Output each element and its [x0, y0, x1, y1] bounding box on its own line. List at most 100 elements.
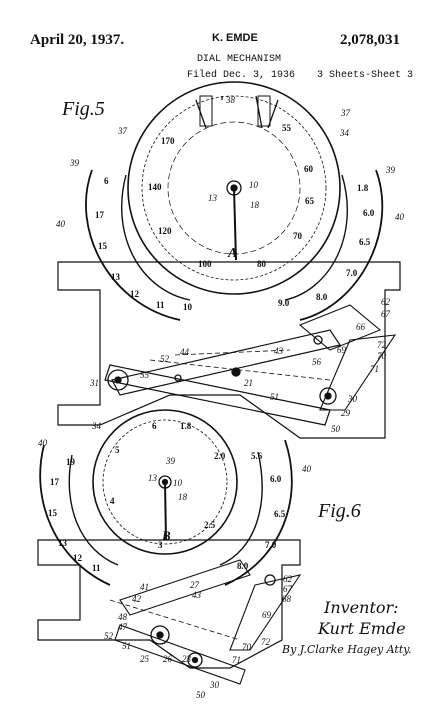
ref-numeral: 31 — [90, 378, 99, 388]
ref-numeral: 52 — [160, 354, 169, 364]
ref-numeral: 37 — [118, 126, 127, 136]
patent-title: DIAL MECHANISM — [197, 54, 282, 65]
ref-numeral: 52 — [104, 631, 113, 641]
fig6-left-scale-number: 11 — [92, 563, 101, 573]
ref-numeral: 55 — [140, 370, 149, 380]
ref-numeral: 30 — [348, 394, 357, 404]
fig6-right-scale-number: 6.5 — [274, 509, 286, 519]
ref-numeral: 70 — [377, 351, 386, 361]
fig6-left-scale-number: 15 — [48, 508, 57, 518]
fig5-left-scale-number: 6 — [104, 176, 109, 186]
fig5-dial-number: 100 — [198, 259, 212, 269]
fig5-dial-number: 70 — [293, 231, 302, 241]
fig6-label: Fig.6 — [317, 500, 361, 522]
ref-numeral: 29 — [341, 408, 350, 418]
ref-numeral: 72 — [261, 637, 270, 647]
fig6-dial-number: 3 — [158, 540, 163, 550]
ref-numeral: 10 — [173, 478, 182, 488]
fig6-dial-number: 4 — [110, 496, 115, 506]
ref-numeral: 26 — [163, 654, 172, 664]
fig5-dial-number: 120 — [158, 226, 172, 236]
ref-numeral: 18 — [178, 492, 187, 502]
fig5-dial-number: 80 — [257, 259, 266, 269]
fig6-left-scale-number: 12 — [73, 553, 82, 563]
ref-numeral: 68 — [282, 594, 291, 604]
ref-numeral: 51 — [270, 392, 279, 402]
ref-numeral: 51 — [122, 641, 131, 651]
ref-numeral: 27 — [190, 580, 199, 590]
ref-numeral: 25 — [140, 654, 149, 664]
ref-numeral: 56 — [312, 357, 321, 367]
ref-numeral: 40 — [38, 438, 47, 448]
ref-numeral: 70 — [242, 642, 251, 652]
fig5-right-scale-number: 7.0 — [346, 268, 358, 278]
inventor-label: Inventor: — [324, 598, 399, 617]
ref-numeral: 69 — [337, 345, 346, 355]
fig5-right-scale-number: 8.0 — [316, 292, 328, 302]
ref-numeral: 48 — [118, 612, 127, 622]
ref-numeral: 38 — [226, 95, 235, 105]
fig5-left-scale-number: 12 — [130, 289, 139, 299]
fig6-right-scale-number: 7.0 — [265, 540, 277, 550]
ref-numeral: 42 — [132, 594, 141, 604]
ref-numeral: 21 — [244, 378, 253, 388]
sheet-count: 3 Sheets-Sheet 3 — [317, 70, 414, 81]
ref-numeral: 62 — [283, 574, 292, 584]
ref-numeral: 66 — [356, 322, 365, 332]
ref-letter: A — [228, 246, 238, 261]
fig5-left-scale-number: 11 — [156, 300, 165, 310]
fig5-dial-number: 55 — [282, 123, 291, 133]
ref-numeral: 39 — [70, 158, 79, 168]
ref-numeral: 43 — [274, 346, 283, 356]
fig5-right-scale-number: 6.0 — [363, 208, 375, 218]
ref-numeral: 18 — [250, 200, 259, 210]
ref-numeral: 69 — [262, 610, 271, 620]
ref-numeral: 40 — [302, 464, 311, 474]
ref-numeral: 67 — [381, 309, 390, 319]
fig5-right-scale-number: 9.0 — [278, 298, 290, 308]
fig5-left-scale-number: 17 — [95, 210, 104, 220]
ref-numeral: 34 — [340, 128, 349, 138]
fig5-label: Fig.5 — [61, 98, 105, 120]
fig6-right-scale-number: 8.0 — [237, 561, 249, 571]
fig5-right-scale-number: 1.8 — [357, 183, 369, 193]
fig5-dial-number: 140 — [148, 182, 162, 192]
ref-numeral: 50 — [331, 424, 340, 434]
fig5-dial-number: 170 — [161, 136, 175, 146]
filed-date: Filed Dec. 3, 1936 — [187, 70, 296, 81]
fig6-right-scale-number: 5.6 — [251, 451, 263, 461]
ref-numeral: 44 — [180, 347, 189, 357]
ref-numeral: 40 — [395, 212, 404, 222]
fig6-left-scale-number: 17 — [50, 477, 59, 487]
fig6-dial-number: 2.0 — [214, 451, 226, 461]
figure-5: Fig.5 — [57, 81, 401, 439]
fig6-dial-number: 6 — [152, 421, 157, 431]
ref-numeral: 34 — [92, 421, 101, 431]
ref-numeral: 62 — [381, 297, 390, 307]
fig5-right-scale-number: 6.5 — [359, 237, 371, 247]
ref-numeral: 72 — [377, 340, 386, 350]
patent-date: April 20, 1937. — [30, 32, 125, 48]
ref-numeral: 71 — [370, 364, 379, 374]
fig5-left-scale-number: 13 — [111, 272, 120, 282]
ref-numeral: 43 — [192, 590, 201, 600]
ref-numeral: 71 — [232, 655, 241, 665]
ref-numeral: 13 — [208, 193, 217, 203]
ref-numeral: 37 — [341, 108, 350, 118]
ref-numeral: 10 — [249, 180, 258, 190]
ref-numeral: 40 — [56, 219, 65, 229]
ref-numeral: 41 — [140, 582, 149, 592]
patent-number: 2,078,031 — [340, 32, 400, 48]
inventor-signature: Kurt Emde — [318, 619, 406, 638]
fig5-dial-number: 65 — [305, 196, 314, 206]
fig6-left-scale-number: 13 — [58, 538, 67, 548]
fig5-dial-number: 60 — [304, 164, 313, 174]
fig6-dial-number: 2.5 — [204, 520, 216, 530]
ref-letter: B — [162, 528, 171, 543]
ref-numeral: 47 — [118, 622, 127, 632]
fig6-dial-number: 5 — [115, 445, 120, 455]
fig5-left-scale-number: 10 — [183, 302, 192, 312]
ref-numeral: 39 — [166, 456, 175, 466]
ref-numeral: 39 — [386, 165, 395, 175]
